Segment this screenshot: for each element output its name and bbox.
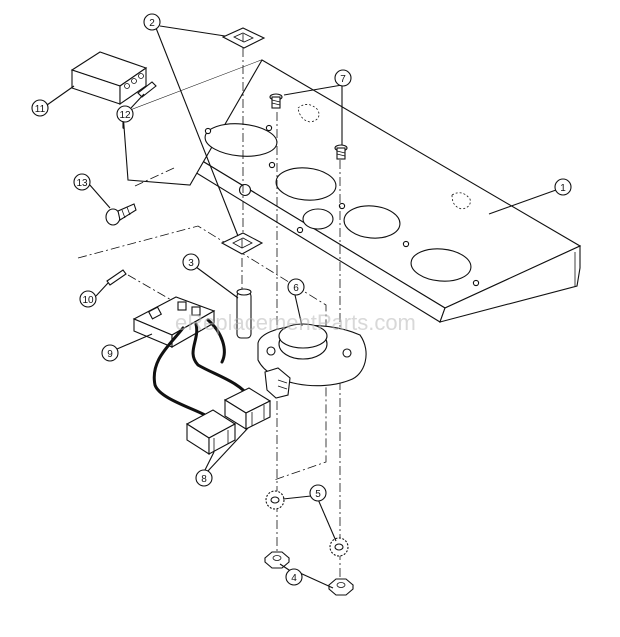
tapping-screw (105, 203, 137, 226)
callout-12: 12 (116, 105, 134, 123)
hex-nut-left (264, 551, 290, 569)
callout-6: 6 (287, 278, 305, 296)
small-pin (106, 269, 127, 286)
callout-3: 3 (182, 253, 200, 271)
square-gasket-bottom (220, 232, 264, 255)
wire-connector-right (223, 387, 272, 430)
insulator-post (236, 288, 252, 339)
callout-9-label: 9 (107, 349, 113, 360)
rocker-switch (132, 296, 216, 348)
callout-8: 8 (195, 469, 213, 487)
connector-block (70, 51, 148, 106)
mounting-plate (121, 59, 582, 323)
wire-connector-left (185, 409, 237, 456)
star-washer-right (329, 537, 349, 557)
callout-7: 7 (334, 69, 352, 87)
callout-5-label: 5 (315, 489, 321, 500)
terminal-pin (137, 81, 157, 98)
square-gasket-top (221, 27, 266, 49)
callout-8-label: 8 (201, 474, 207, 485)
callout-9: 9 (101, 344, 119, 362)
callout-2-label: 2 (149, 18, 155, 29)
thermostat (257, 323, 367, 399)
callout-11: 11 (31, 99, 49, 117)
star-washer-left (265, 490, 285, 510)
callout-10-label: 10 (82, 295, 94, 306)
watermark: eReplacementParts.com (175, 310, 416, 335)
callout-10: 10 (79, 290, 97, 308)
callout-1: 1 (554, 178, 572, 196)
screw-right (334, 144, 348, 160)
hex-nut-right (328, 578, 354, 596)
callout-1-label: 1 (560, 183, 566, 194)
callout-2: 2 (143, 13, 161, 31)
callout-12-label: 12 (119, 110, 131, 121)
callout-7-label: 7 (340, 74, 346, 85)
callout-4: 4 (285, 568, 303, 586)
callout-11-label: 11 (35, 104, 46, 115)
screw-left (269, 93, 283, 109)
callout-3-label: 3 (188, 258, 194, 269)
callout-13: 13 (73, 173, 91, 191)
callout-13-label: 13 (76, 178, 88, 189)
callout-6-label: 6 (293, 283, 299, 294)
wire-harness (152, 318, 252, 422)
leader-lines (46, 25, 557, 589)
callout-4-label: 4 (291, 573, 297, 584)
callout-5: 5 (309, 484, 327, 502)
